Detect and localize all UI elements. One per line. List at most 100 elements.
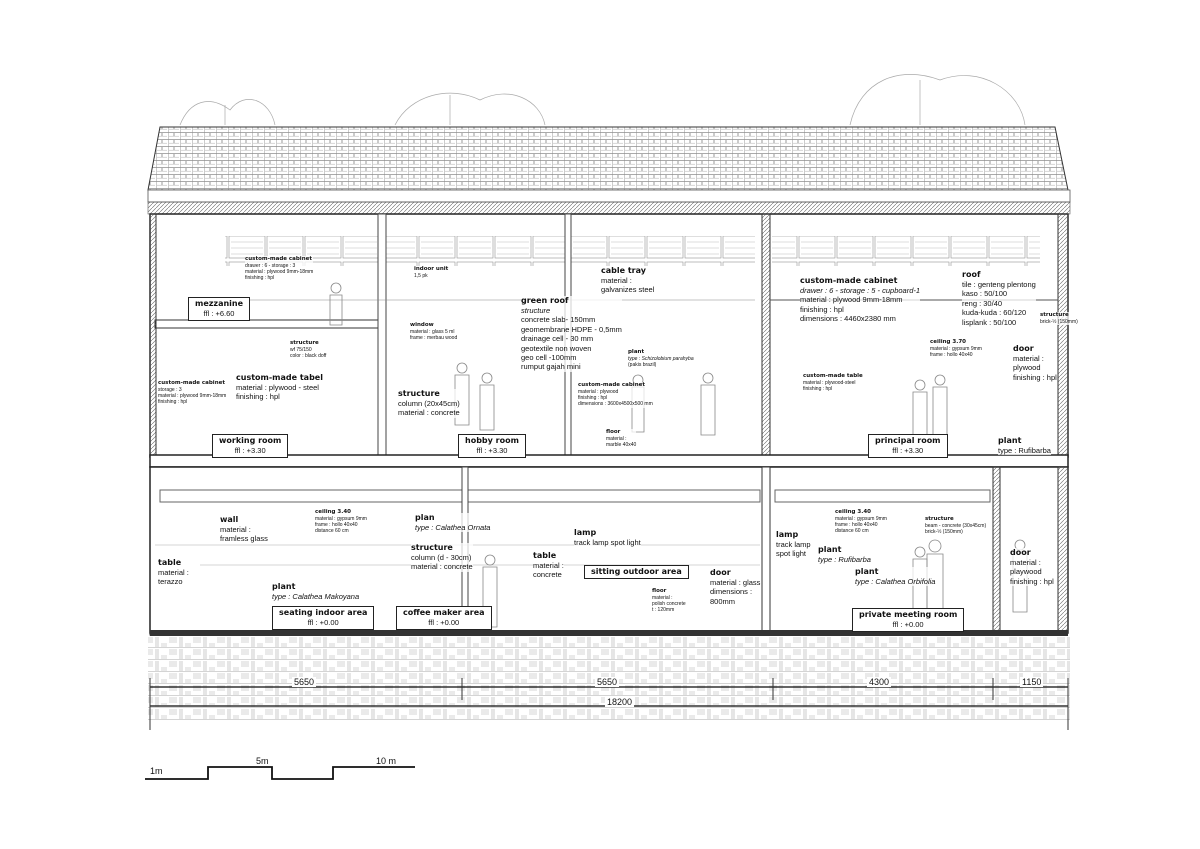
annotation-line: distance 60 cm <box>835 528 869 535</box>
annotation-line: concrete <box>533 570 562 580</box>
annotation-line: type : Rufibarba <box>998 446 1051 455</box>
room-name: hobby room <box>465 436 519 445</box>
annotation-line: material : concrete <box>398 408 460 418</box>
annotation-line: geotextile non woven <box>521 343 592 353</box>
room-ffl: ffl : +0.00 <box>892 620 924 630</box>
annotation-line: column (20x45cm) <box>398 399 460 408</box>
gutter <box>147 189 1071 203</box>
column <box>377 213 387 458</box>
room-name: sitting outdoor area <box>591 567 682 576</box>
annotation-title: green roof <box>521 296 569 305</box>
dimension-segment-3: 4300 <box>867 677 892 687</box>
annotation-line: beam - concrete (30x45cm) <box>925 522 987 529</box>
annotation-title: plant <box>855 567 879 576</box>
room-ffl: ffl : +0.00 <box>428 618 460 628</box>
room-ffl: ffl : +3.30 <box>892 446 924 456</box>
annotation-title: ceiling 3.40 <box>315 509 351 515</box>
annotation-title: structure <box>411 543 453 552</box>
wall <box>761 213 771 458</box>
annotation-line: terazzo <box>158 577 183 587</box>
wall <box>1057 213 1069 458</box>
room-name: seating indoor area <box>279 608 368 617</box>
annotation-line: material : plywood - steel <box>236 383 319 392</box>
annotation-title: indoor unit <box>414 266 449 272</box>
dimension-segment-4: 1150 <box>1020 677 1044 687</box>
annotation-title: floor <box>652 588 667 594</box>
annotation-title: custom-made tabel <box>236 373 323 382</box>
scale-label-10m: 10 m <box>376 756 397 766</box>
annotation-line: finishing : hpl <box>236 392 280 402</box>
annotation-line: drawer : 6 - storage : 3 <box>245 262 296 269</box>
annotation-line: material : plywood-steel <box>803 379 856 386</box>
annotation-line: spot light <box>776 549 807 559</box>
annotation-line: material : gypsum 9mm <box>930 345 982 352</box>
annotation-line: material : glass 5 ml <box>410 328 455 335</box>
annotation-line: material : plywood 9mm-18mm <box>800 295 903 305</box>
annotation-line: type : Calathea Orbifolia <box>855 577 936 586</box>
annotation-title: lamp <box>574 528 597 537</box>
annotation-title: table <box>533 551 557 560</box>
annotation-line: structure <box>521 306 551 315</box>
annotation-line: marble 40x40 <box>606 442 637 449</box>
wall <box>1057 466 1069 634</box>
annotation-line: tile : genteng plentong <box>962 280 1036 289</box>
annotation-line: lisplank : 50/100 <box>962 317 1017 327</box>
room-ffl: ffl : +6.60 <box>203 309 235 319</box>
annotation-line: frame : hollo 40x40 <box>835 522 878 529</box>
annotation-line: material : plywood 9mm-18mm <box>245 269 314 276</box>
annotation-line: material : <box>533 561 564 570</box>
annotation-title: custom-made cabinet <box>158 380 225 386</box>
dimension-segment-2: 5650 <box>595 677 620 687</box>
dimension-total: 18200 <box>605 697 635 707</box>
annotation-title: roof <box>962 270 981 279</box>
annotation-line: geo cell -100mm <box>521 352 577 362</box>
annotation-title: cable tray <box>601 266 646 275</box>
annotation-line: column (d - 30cm) <box>411 553 472 562</box>
dimension-segment-1: 5650 <box>292 677 317 687</box>
annotation-line: t : 120mm <box>652 607 675 614</box>
annotation-line: material : <box>601 276 632 285</box>
room-name: mezzanine <box>195 299 244 308</box>
annotation-line: frame : hollo 40x40 <box>930 352 973 359</box>
annotation-title: custom-made cabinet <box>578 382 645 388</box>
annotation-line: material : concrete <box>411 562 473 572</box>
annotation-line: finishing : hpl <box>578 395 608 402</box>
annotation-line: drawer : 6 - storage : 5 - cupboard-1 <box>800 286 921 295</box>
annotation-line: material : <box>220 525 251 534</box>
annotation-line: material : gypsum 9mm <box>835 515 887 522</box>
annotation-line: dimensions : 3600x4500x500 mm <box>578 401 653 408</box>
annotation-title: structure <box>925 516 954 522</box>
annotation-line: geomembrane HDPE - 0,5mm <box>521 324 622 334</box>
annotation-line: rumput gajah mini <box>521 362 581 372</box>
annotation-title: plant <box>272 582 296 591</box>
scale-label-5m: 5m <box>256 756 269 766</box>
annotation-title: lamp <box>776 530 799 539</box>
room-name: working room <box>219 436 282 445</box>
annotation-line: playwood <box>1010 567 1042 577</box>
annotation-line: material : gypsum 9mm <box>315 515 367 522</box>
